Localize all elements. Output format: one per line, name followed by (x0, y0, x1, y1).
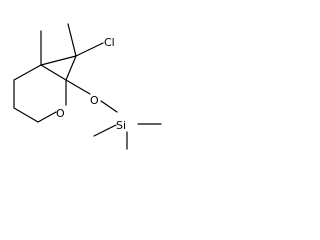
bond-c4-o-ring (37, 111, 57, 123)
bond-c7-c6 (65, 55, 77, 81)
bond-o-ether-si (100, 100, 118, 113)
molecule-structure-canvas: Cl O O Si (0, 0, 170, 153)
bond-si-methyl-left (93, 124, 117, 137)
bond-c1-c6 (40, 64, 67, 81)
atom-label-silicon: Si (116, 119, 126, 132)
bond-c3-c4 (13, 107, 39, 123)
bond-c1-c7 (40, 55, 77, 66)
bond-c6-o-ether (65, 79, 91, 95)
atom-label-chlorine: Cl (104, 36, 115, 49)
atom-label-ether-oxygen: O (90, 94, 99, 107)
bond-c7-cl (75, 42, 104, 57)
atom-label-ring-oxygen: O (56, 107, 65, 120)
bond-c7-methyl (67, 23, 77, 57)
bond-c1-c2 (13, 64, 42, 81)
molecule-structure-diagram: Cl O O Si (13, 23, 162, 150)
